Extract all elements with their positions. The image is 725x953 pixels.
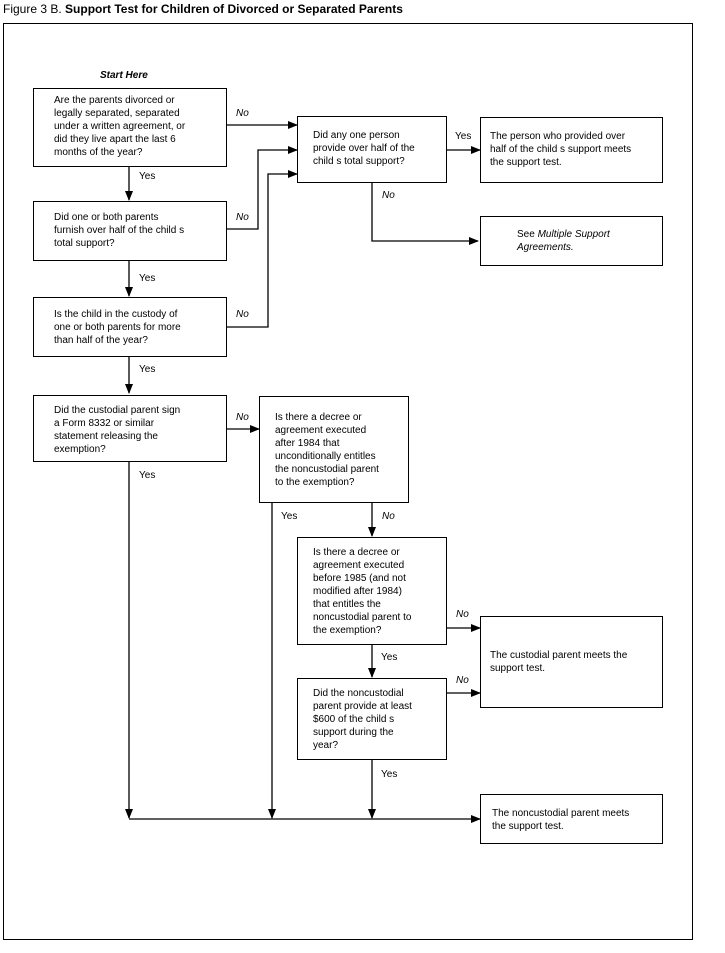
question-one-person-support-text: Did any one person provide over half of … (313, 130, 415, 167)
question-noncustodial-600-text: Did the noncustodial parent provide at l… (313, 688, 412, 751)
label-no-q2: No (236, 212, 249, 223)
label-no-q8: No (456, 675, 469, 686)
label-no-q6: No (382, 511, 395, 522)
result-noncustodial-meets-test-text: The noncustodial parent meets the suppor… (492, 808, 630, 832)
result-custodial-meets-test-text: The custodial parent meets the support t… (490, 650, 628, 674)
result-multiple-support-text: See Multiple Support Agreements. (517, 228, 610, 254)
arrow-q5-to-r2 (371, 183, 479, 245)
label-yes-q4: Yes (139, 470, 156, 481)
result-noncustodial-meets-test: The noncustodial parent meets the suppor… (480, 794, 663, 844)
question-form-8332: Did the custodial parent sign a Form 833… (33, 395, 227, 462)
label-no-q3: No (236, 309, 249, 320)
result-multiple-support: See Multiple Support Agreements. (480, 216, 663, 266)
question-form-8332-text: Did the custodial parent sign a Form 833… (54, 405, 181, 455)
label-no-q4: No (236, 412, 249, 423)
question-parents-divorced-text: Are the parents divorced or legally sepa… (54, 95, 186, 158)
question-noncustodial-600: Did the noncustodial parent provide at l… (297, 678, 447, 760)
label-no-q7: No (456, 609, 469, 620)
start-here-label: Start Here (100, 70, 148, 81)
label-yes-q2: Yes (139, 273, 156, 284)
figure-heading: Support Test for Children of Divorced or… (65, 2, 403, 16)
label-yes-q3: Yes (139, 364, 156, 375)
question-parents-divorced: Are the parents divorced or legally sepa… (33, 88, 227, 167)
figure-title: Figure 3 B. Support Test for Children of… (3, 2, 403, 16)
question-decree-before-1985-text: Is there a decree or agreement executed … (313, 547, 412, 636)
label-yes-q8: Yes (381, 769, 398, 780)
question-decree-after-1984-text: Is there a decree or agreement executed … (275, 412, 379, 488)
result-multiple-support-prefix: See (517, 229, 538, 240)
arrow-q3-to-q5 (227, 170, 298, 328)
question-parents-furnish-support: Did one or both parents furnish over hal… (33, 201, 227, 261)
label-yes-q1: Yes (139, 171, 156, 182)
result-person-meets-test-text: The person who provided over half of the… (490, 131, 632, 168)
question-child-custody: Is the child in the custody of one or bo… (33, 297, 227, 357)
question-decree-before-1985: Is there a decree or agreement executed … (297, 537, 447, 645)
figure-frame (3, 23, 693, 940)
result-person-meets-test: The person who provided over half of the… (480, 117, 663, 183)
label-yes-q5: Yes (455, 131, 472, 142)
label-no-q5: No (382, 190, 395, 201)
question-one-person-support: Did any one person provide over half of … (297, 116, 447, 183)
question-decree-after-1984: Is there a decree or agreement executed … (259, 396, 409, 503)
arrow-q2-to-q5 (227, 146, 298, 230)
question-child-custody-text: Is the child in the custody of one or bo… (54, 309, 181, 346)
label-yes-q6: Yes (281, 511, 298, 522)
label-yes-q7: Yes (381, 652, 398, 663)
result-multiple-support-italic: Multiple Support Agreements. (517, 229, 610, 253)
result-custodial-meets-test: The custodial parent meets the support t… (480, 616, 663, 708)
question-parents-furnish-support-text: Did one or both parents furnish over hal… (54, 212, 185, 249)
figure-label: Figure 3 B. (3, 2, 62, 16)
label-no-q1: No (236, 108, 249, 119)
